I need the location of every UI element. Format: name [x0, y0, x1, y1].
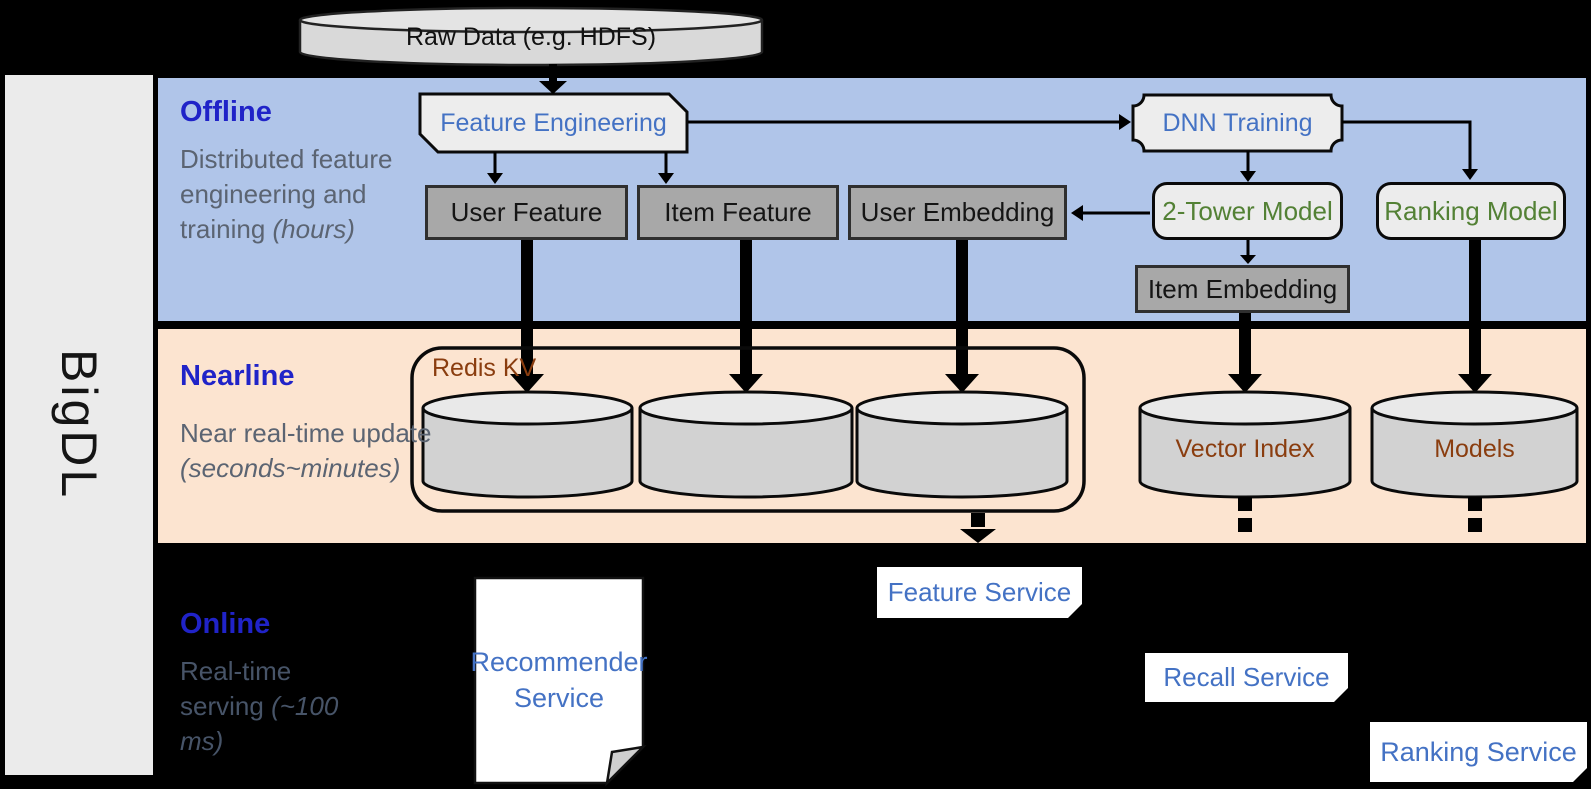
folded-corner	[1573, 768, 1587, 782]
feature-service-node: Feature Service	[877, 567, 1082, 618]
ranking-model-node: Ranking Model	[1376, 182, 1566, 240]
item-feature-node: Item Feature	[637, 185, 839, 240]
item-embedding-node: Item Embedding	[1135, 265, 1350, 313]
offline-section-desc: Distributed feature engineering and trai…	[180, 144, 393, 244]
online-section-desc: Real-time serving (~100 ms)	[180, 656, 339, 756]
recommender-service-label: Recommender Service	[470, 647, 648, 713]
nearline-section-title: Nearline	[180, 360, 295, 392]
feature-engineering-node: Feature Engineering	[440, 108, 667, 137]
models-label: Models	[1434, 434, 1515, 463]
two-tower-model-node: 2-Tower Model	[1152, 182, 1343, 240]
ranking-service-node: Ranking Service	[1370, 722, 1587, 782]
recall-service-node: Recall Service	[1145, 653, 1348, 702]
folded-corner	[1068, 604, 1082, 618]
bigdl-sidebar: BigDL	[5, 75, 153, 775]
dnn-training-node: DNN Training	[1162, 108, 1313, 137]
user-embedding-node: User Embedding	[848, 185, 1067, 240]
user-feature-node: User Feature	[425, 185, 628, 240]
online-section-title: Online	[180, 608, 271, 640]
redis-kv-label: Redis KV	[432, 354, 537, 382]
offline-section-title: Offline	[180, 96, 272, 128]
bigdl-brand-label: BigDL	[51, 349, 107, 501]
vector-index-label: Vector Index	[1175, 434, 1315, 463]
nearline-section-desc: Near real-time update (seconds~minutes)	[180, 418, 432, 483]
raw-data-label: Raw Data (e.g. HDFS)	[405, 22, 657, 51]
folded-corner	[1334, 688, 1348, 702]
